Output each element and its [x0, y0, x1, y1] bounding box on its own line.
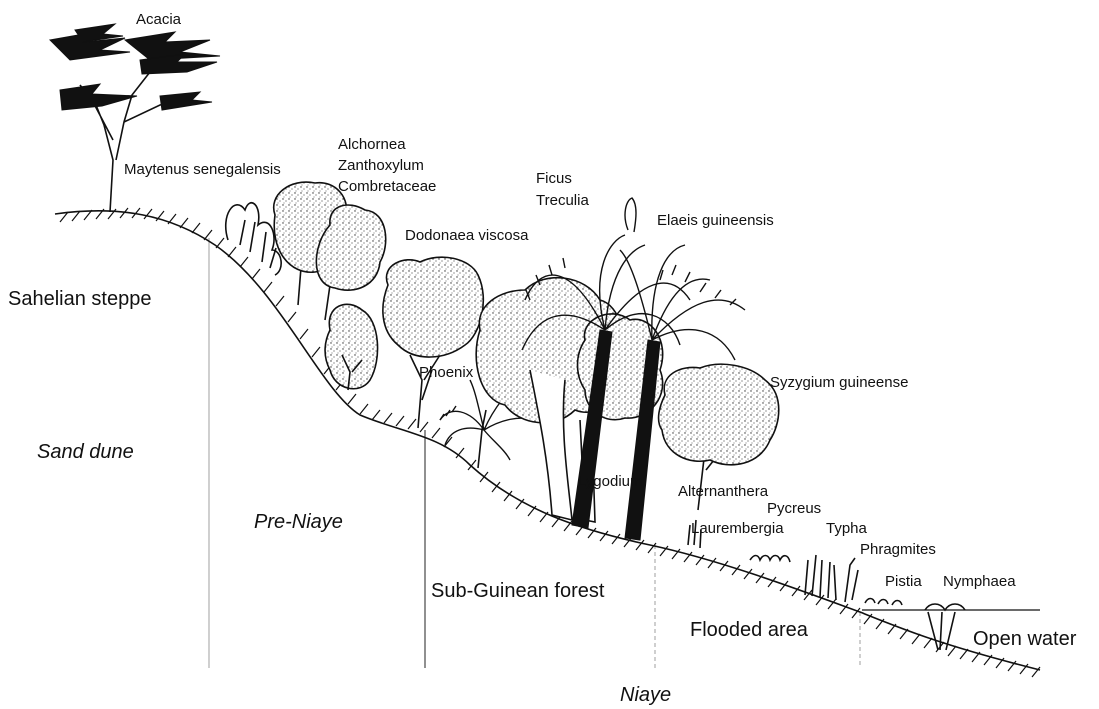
label-treculia: Treculia	[536, 192, 589, 209]
zone-sub-guinean-forest: Sub-Guinean forest	[431, 580, 605, 602]
zone-flooded-area: Flooded area	[690, 619, 809, 641]
label-ficus: Ficus	[536, 170, 572, 187]
label-alchornea: Alchornea	[338, 136, 406, 153]
shrub-illustrations	[226, 203, 281, 275]
dodonaea-illustration	[383, 257, 483, 428]
label-acacia: Acacia	[136, 11, 182, 28]
zone-sahelian-steppe: Sahelian steppe	[8, 288, 151, 310]
label-nymphaea: Nymphaea	[943, 573, 1016, 590]
label-lygodium: Lygodium	[578, 473, 642, 490]
zone-pre-niaye: Pre-Niaye	[254, 511, 343, 533]
label-syzygium: Syzygium guineense	[770, 374, 908, 391]
label-phoenix: Phoenix	[419, 364, 474, 381]
label-alternanthera: Alternanthera	[678, 483, 769, 500]
zone-sand-dune: Sand dune	[37, 441, 134, 463]
label-laurembergia: Laurembergia	[691, 520, 784, 537]
label-elaeis: Elaeis guineensis	[657, 212, 774, 229]
zone-open-water: Open water	[973, 628, 1077, 650]
label-typha: Typha	[826, 520, 868, 537]
label-combretaceae: Combretaceae	[338, 178, 436, 195]
label-pistia: Pistia	[885, 573, 922, 590]
acacia-tree-illustration	[50, 24, 220, 212]
zone-niaye: Niaye	[620, 684, 671, 706]
label-pycreus: Pycreus	[767, 500, 821, 517]
label-zanthoxylum: Zanthoxylum	[338, 157, 424, 174]
label-dodonaea: Dodonaea viscosa	[405, 227, 529, 244]
label-maytenus: Maytenus senegalensis	[124, 161, 281, 178]
alchornea-group-illustration	[274, 182, 386, 390]
label-phragmites: Phragmites	[860, 541, 936, 558]
